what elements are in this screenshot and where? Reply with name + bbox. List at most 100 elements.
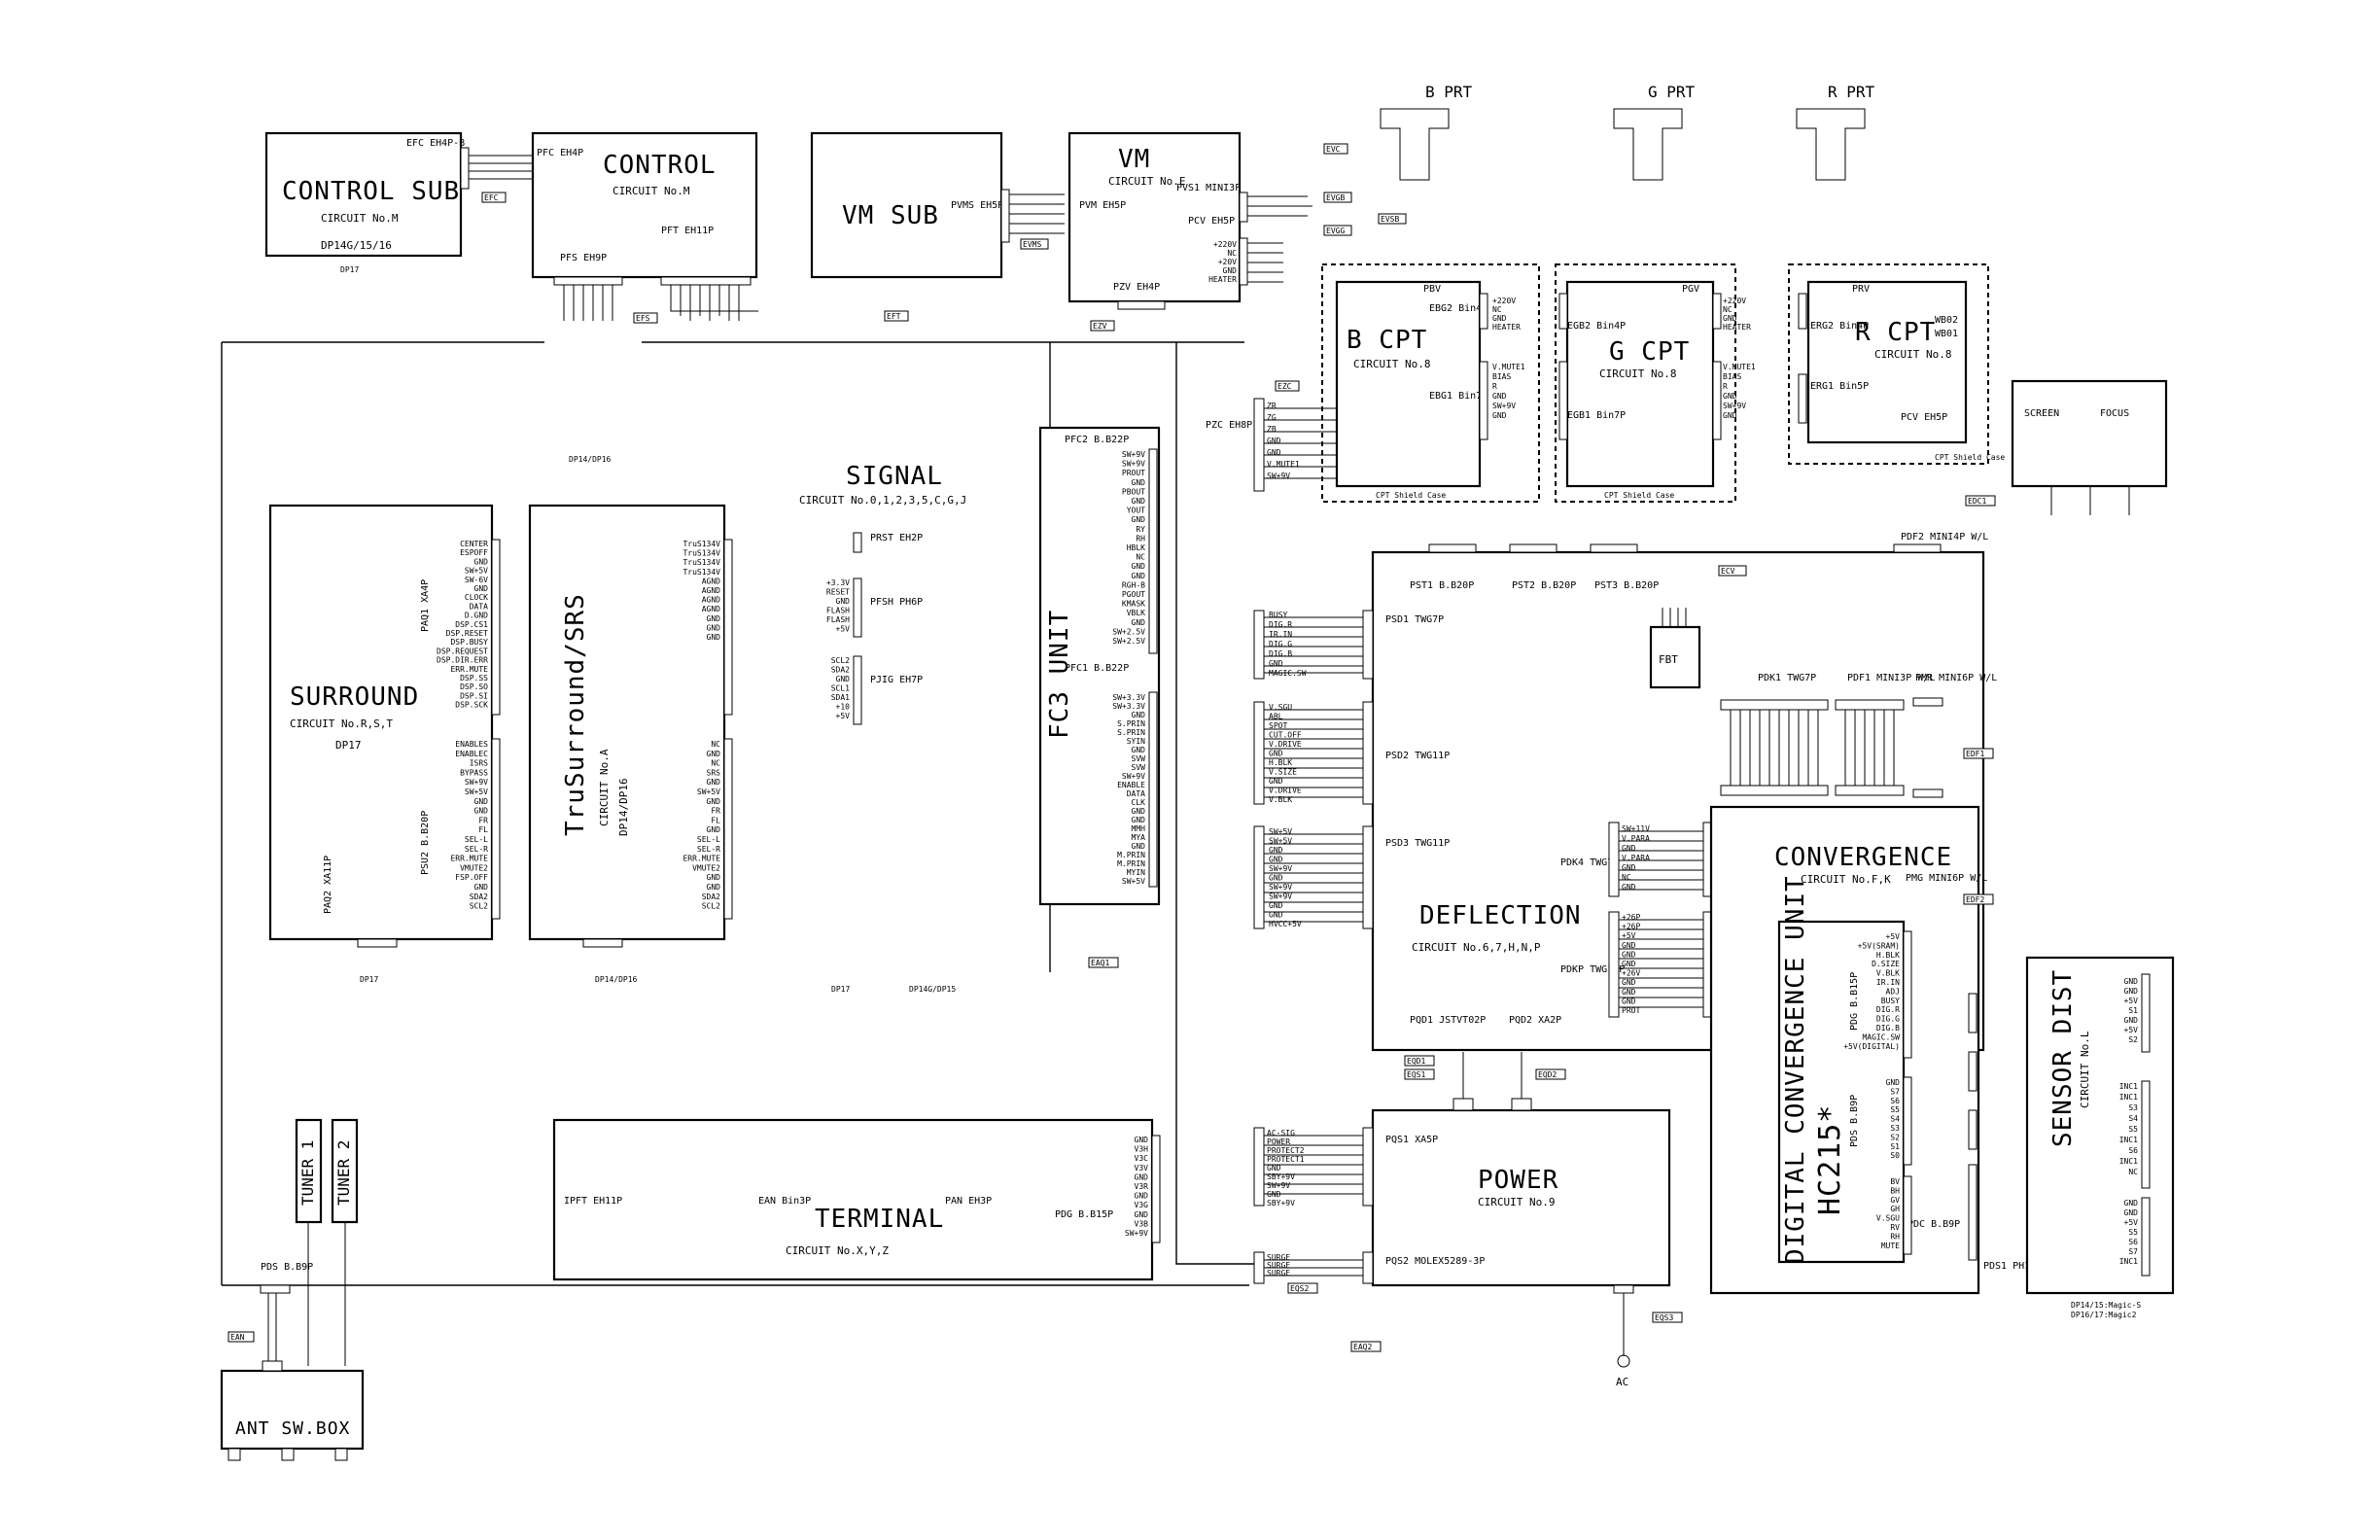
b-cpt-prv: PBV bbox=[1423, 284, 1441, 295]
pin-label-fc3-pfc1: GND bbox=[1132, 807, 1146, 816]
pin-label-pdkp: +26P bbox=[1622, 913, 1640, 922]
pin-label-psd1: MAGIC.SW bbox=[1269, 669, 1307, 678]
g-cpt-prv: PGV bbox=[1682, 284, 1699, 295]
block-title-b-cpt: B CPT bbox=[1347, 326, 1427, 355]
connector-pfc1: PFC1 B.B22P bbox=[1065, 663, 1129, 674]
pin-label-psd1: IR.IN bbox=[1269, 630, 1292, 639]
wire-tag: EDF2 bbox=[1966, 895, 1984, 904]
r-cpt-prv: PRV bbox=[1852, 284, 1870, 295]
r-cpt-erg2: ERG2 Bin4P bbox=[1810, 321, 1869, 332]
pin-label-psd3: SW+9V bbox=[1269, 892, 1292, 901]
pin-label-tru-psu2: TruS134V bbox=[682, 549, 720, 558]
sensor-dist-block: SENSOR DIST CIRCUIT No.L DP14/15:Magic-S… bbox=[2025, 956, 2175, 1319]
pin-label-tru-psu1: NC bbox=[711, 759, 720, 768]
pin-label-sensor-ps2: S3 bbox=[2128, 1103, 2138, 1112]
pin-label-dcu-pdg: V.BLK bbox=[1876, 969, 1900, 978]
pin-label-fc3-pfc2: KMASK bbox=[1122, 600, 1145, 609]
pin-label-power-pqs1: PROTECT2 bbox=[1267, 1146, 1305, 1155]
pin-label-tru-psu1: FL bbox=[711, 816, 720, 824]
wire-tag: EQS1 bbox=[1407, 1070, 1425, 1079]
r-cpt-block: R CPT CIRCUIT No.8 ERG2 Bin4P ERG1 Bin5P… bbox=[1798, 280, 1968, 444]
pin-label-tru-psu2: GND bbox=[707, 633, 721, 642]
fbt-label: FBT bbox=[1659, 653, 1678, 666]
g-prt: G PRT bbox=[1613, 83, 1696, 181]
pin-label-pdkp: GND bbox=[1622, 997, 1636, 1005]
pin-label-vm-pcv: +220V bbox=[1213, 240, 1237, 249]
pin-label-power-pqs2: SURGE bbox=[1267, 1269, 1290, 1278]
pin-label-fc3-pfc2: NC bbox=[1136, 553, 1145, 562]
connector-pdf1: PMR MINI6P W/L bbox=[1915, 673, 1997, 683]
pin-label-psd2: CUT.OFF bbox=[1269, 731, 1302, 740]
connector-psd1: PSD1 TWG7P bbox=[1385, 614, 1444, 625]
pin-label-sensor-ps1: S2 bbox=[2128, 1035, 2138, 1044]
wire-tag: EQD2 bbox=[1538, 1070, 1557, 1079]
pin-label-dcu-pdc: RH bbox=[1890, 1232, 1900, 1241]
wire-tag: EVSB bbox=[1381, 215, 1399, 224]
g-cpt-erg1: EGB1 Bin7P bbox=[1567, 410, 1626, 421]
screen-label: SCREEN bbox=[2024, 408, 2059, 419]
pin-label-surround-psu2: CLOCK bbox=[465, 593, 488, 602]
block-title-deflection: DEFLECTION bbox=[1419, 901, 1582, 930]
pin-label-surround-psu2: DSP.SCK bbox=[455, 701, 488, 710]
pin-label-fc3-pfc2: PBOUT bbox=[1122, 487, 1145, 496]
pin-label-pdk4: GND bbox=[1622, 883, 1636, 892]
pin-label-fc3-pfc2: RGH-B bbox=[1122, 580, 1145, 589]
connector-ipft: PDG B.B15P bbox=[1055, 1209, 1113, 1220]
pin-label-tru-psu1: SEL-L bbox=[697, 835, 720, 844]
connector-pdk3: PDK1 TWG7P bbox=[1758, 673, 1816, 683]
control-block: CONTROL CIRCUIT No.M PFC EH4P PFS EH9P P… bbox=[469, 131, 758, 321]
tuner-block: TUNER 1 TUNER 2 bbox=[295, 1118, 359, 1366]
pin-label-psd1: BUSY bbox=[1269, 611, 1287, 619]
connector-pcv: PCV EH5P bbox=[1188, 216, 1235, 227]
pin-label-surround-psu1: GND bbox=[474, 797, 489, 806]
pin-label-pdkp: GND bbox=[1622, 941, 1636, 950]
pin-label-sensor-ps1: GND bbox=[2124, 977, 2139, 986]
pin-label-psd2: GND bbox=[1269, 750, 1283, 758]
pin-label-power-pqs1: SBY+9V bbox=[1267, 1172, 1295, 1181]
wire-tag: EZC bbox=[1278, 382, 1292, 391]
pin-label-pzc: GND bbox=[1267, 448, 1281, 457]
pin-label-cpt-top: +220V bbox=[1492, 297, 1516, 305]
block-circuit-power: CIRCUIT No.9 bbox=[1478, 1196, 1555, 1208]
connector-pvms: PVMS EH5P bbox=[951, 200, 1003, 211]
fbt-block: FBT bbox=[1649, 608, 1701, 689]
connector-pst1: IPFT EH11P bbox=[564, 1196, 622, 1207]
wire-tag: EAQ1 bbox=[1091, 959, 1109, 967]
connector-pmr: PST1 B.B20P bbox=[1410, 580, 1474, 591]
pin-label-dcu-pds: S2 bbox=[1890, 1133, 1900, 1141]
pin-label-psd3: SW+9V bbox=[1269, 883, 1292, 892]
pin-label-psd2: V.BLK bbox=[1269, 795, 1292, 804]
pin-label-dcu-pdc: BH bbox=[1890, 1186, 1900, 1195]
pin-label-fc3-pfc1: SW+5V bbox=[1122, 877, 1145, 886]
pin-label-dcu-pdg: D.SIZE bbox=[1872, 960, 1900, 968]
connector-pdc: PDC B.B9P bbox=[1908, 1219, 1960, 1230]
pin-label-fc3-pfc1: MYIN bbox=[1127, 868, 1145, 877]
connector-pds: PDS B.B9P bbox=[1849, 1095, 1860, 1147]
pin-label-dcu-pdc: GV bbox=[1890, 1196, 1900, 1205]
dp17-label: DP17 bbox=[340, 265, 359, 274]
pin-label-tru-psu2: TruS134V bbox=[682, 540, 720, 548]
fc3-unit-block: FC3 UNIT PFC2 B.B22P PFC1 B.B22P bbox=[1038, 426, 1161, 906]
pin-label-tru-psu1: SRS bbox=[707, 768, 721, 777]
pin-label-pjig: SCL1 bbox=[831, 684, 850, 693]
pin-label-surround-psu2: DSP.REQUEST bbox=[437, 647, 488, 655]
pin-label-pfsh: +3.3V bbox=[826, 578, 850, 587]
pin-label-power-pqs1: PROTECT1 bbox=[1267, 1155, 1305, 1164]
pin-label-pdk4: GND bbox=[1622, 863, 1636, 872]
dp14-16-label: DP14/DP16 bbox=[569, 455, 612, 464]
pin-label-sensor-ps2: INC1 bbox=[2119, 1157, 2138, 1166]
wire-tag: EAQ2 bbox=[1353, 1343, 1372, 1351]
pin-label-dcu-pds: S5 bbox=[1890, 1105, 1900, 1114]
block-extra-surround: DP17 bbox=[335, 739, 362, 752]
pin-label-cpt-top: +220V bbox=[1723, 297, 1746, 305]
connector-pdkp: PDKP TWG11P bbox=[1560, 964, 1625, 975]
pin-label-sensor-ps2: INC1 bbox=[2119, 1136, 2138, 1144]
pin-label-psd3: GND bbox=[1269, 874, 1283, 883]
connector-pdk4: PDK4 TWG7P bbox=[1560, 858, 1619, 868]
pin-label-fc3-pfc2: HBLK bbox=[1127, 543, 1145, 552]
pin-label-pdkp: PROT bbox=[1622, 1006, 1640, 1015]
pin-label-sensor-ps1: GND bbox=[2124, 987, 2139, 996]
wire-tag: EFT bbox=[887, 312, 901, 321]
g-cpt-block: G CPT CIRCUIT No.8 EGB2 Bin4P EGB1 Bin7P… bbox=[1558, 280, 1722, 488]
focus-label: FOCUS bbox=[2100, 408, 2129, 419]
